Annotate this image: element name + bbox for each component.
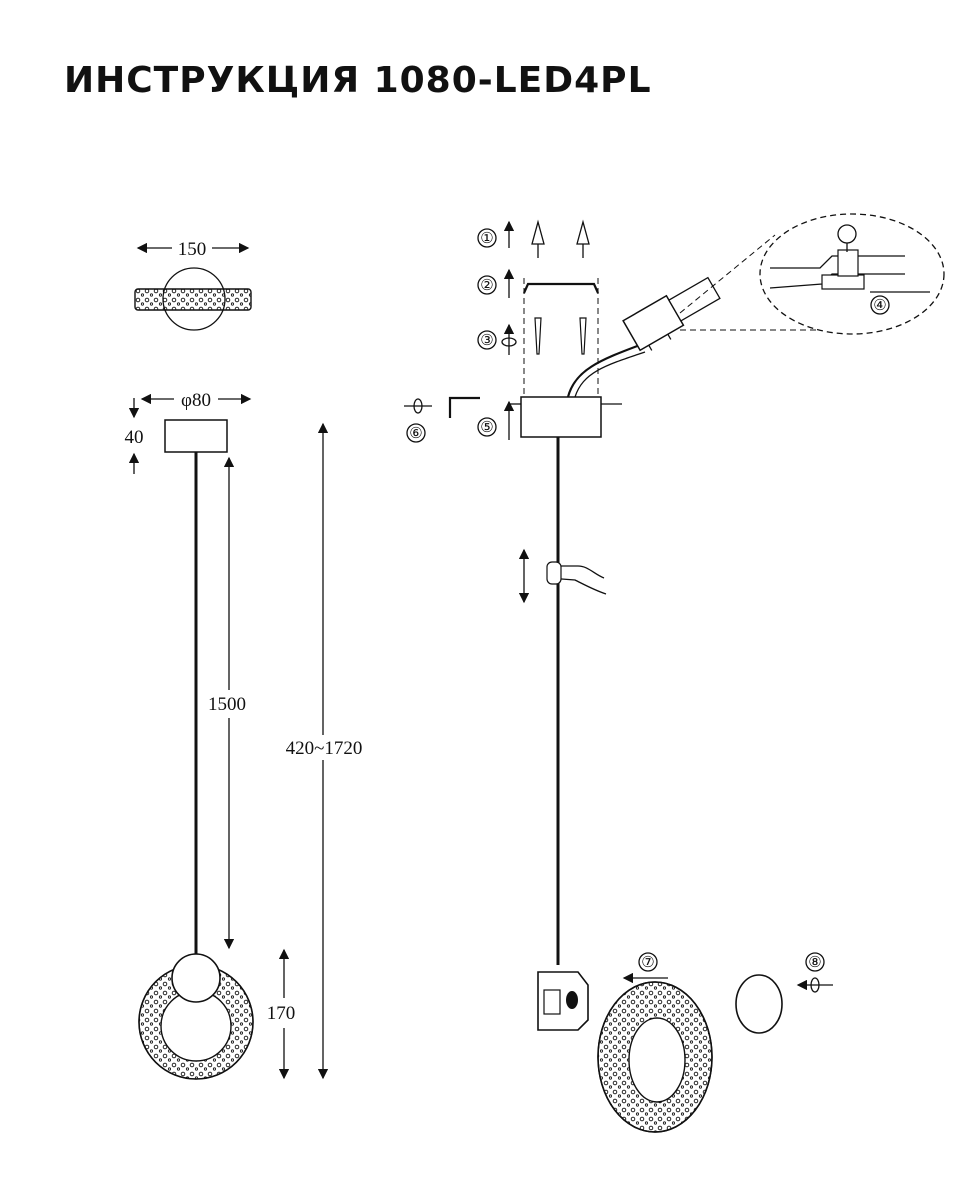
width-top-label: 150 bbox=[178, 239, 207, 260]
lamp-globe bbox=[171, 953, 221, 1003]
page-title: ИНСТРУКЦИЯ 1080-LED4PL bbox=[64, 60, 652, 101]
wall-anchor-icon bbox=[531, 219, 545, 245]
lamp-height-label: 170 bbox=[267, 1003, 296, 1024]
detail-callout bbox=[759, 213, 945, 335]
cover-disc bbox=[735, 974, 783, 1034]
canopy-diameter-label: φ80 bbox=[181, 390, 211, 411]
side-view: φ80 40 1500 420~1720 170 bbox=[125, 390, 363, 1080]
installation-view: ① ② ③ ⑤ ⑥ bbox=[404, 213, 945, 1133]
canopy-install bbox=[520, 396, 602, 438]
cable-length-label: 1500 bbox=[208, 694, 246, 715]
step-8-marker: ⑧ bbox=[808, 955, 821, 971]
power-wire bbox=[566, 343, 641, 398]
step-6-marker: ⑥ bbox=[409, 426, 422, 442]
screw-icon bbox=[579, 317, 587, 355]
hex-key-icon bbox=[448, 396, 480, 418]
step-2-marker: ② bbox=[480, 278, 493, 294]
canopy-height-label: 40 bbox=[125, 427, 144, 448]
step-1-marker: ① bbox=[480, 231, 493, 247]
step-5-marker: ⑤ bbox=[480, 420, 493, 436]
step-3-marker: ③ bbox=[480, 333, 493, 349]
lamp-connector bbox=[537, 971, 589, 1031]
wall-anchor-icon bbox=[576, 219, 590, 245]
hand-icon bbox=[547, 565, 607, 595]
canopy bbox=[164, 419, 228, 453]
screw-icon bbox=[534, 317, 542, 355]
step-4-marker: ④ bbox=[873, 298, 886, 314]
total-height-label: 420~1720 bbox=[286, 738, 363, 759]
step-7-marker: ⑦ bbox=[641, 955, 654, 971]
mounting-bracket bbox=[522, 282, 600, 294]
top-view: 150 bbox=[134, 239, 252, 331]
top-view-ring bbox=[134, 288, 252, 311]
terminal-block bbox=[622, 276, 721, 352]
